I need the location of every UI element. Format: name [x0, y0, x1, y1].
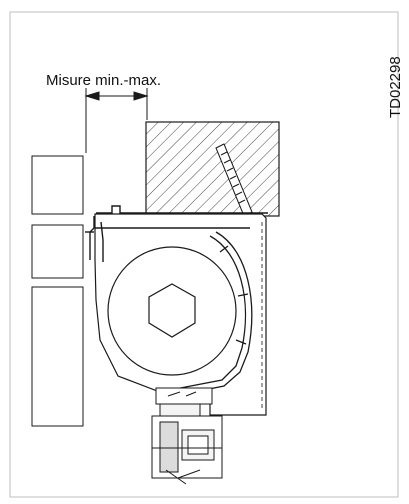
drawing-border — [9, 11, 399, 498]
drawing-code-text: TD02298 — [387, 56, 404, 118]
dimension-label: Misure min.-max. — [46, 72, 162, 89]
wall-block-top — [31, 155, 84, 215]
wall-block-bottom — [31, 286, 84, 427]
wall-blocks — [31, 155, 84, 427]
guide-curve — [169, 231, 253, 397]
cover-profile — [85, 205, 268, 262]
roller-axle-hexagon — [148, 283, 196, 338]
lintel-hatched — [145, 121, 280, 217]
drawing-code: TD02298 — [385, 14, 407, 124]
shutter-slats — [215, 143, 253, 217]
dimension-lines — [84, 88, 149, 153]
lower-frame-section — [151, 387, 223, 485]
wall-block-middle — [31, 224, 84, 279]
